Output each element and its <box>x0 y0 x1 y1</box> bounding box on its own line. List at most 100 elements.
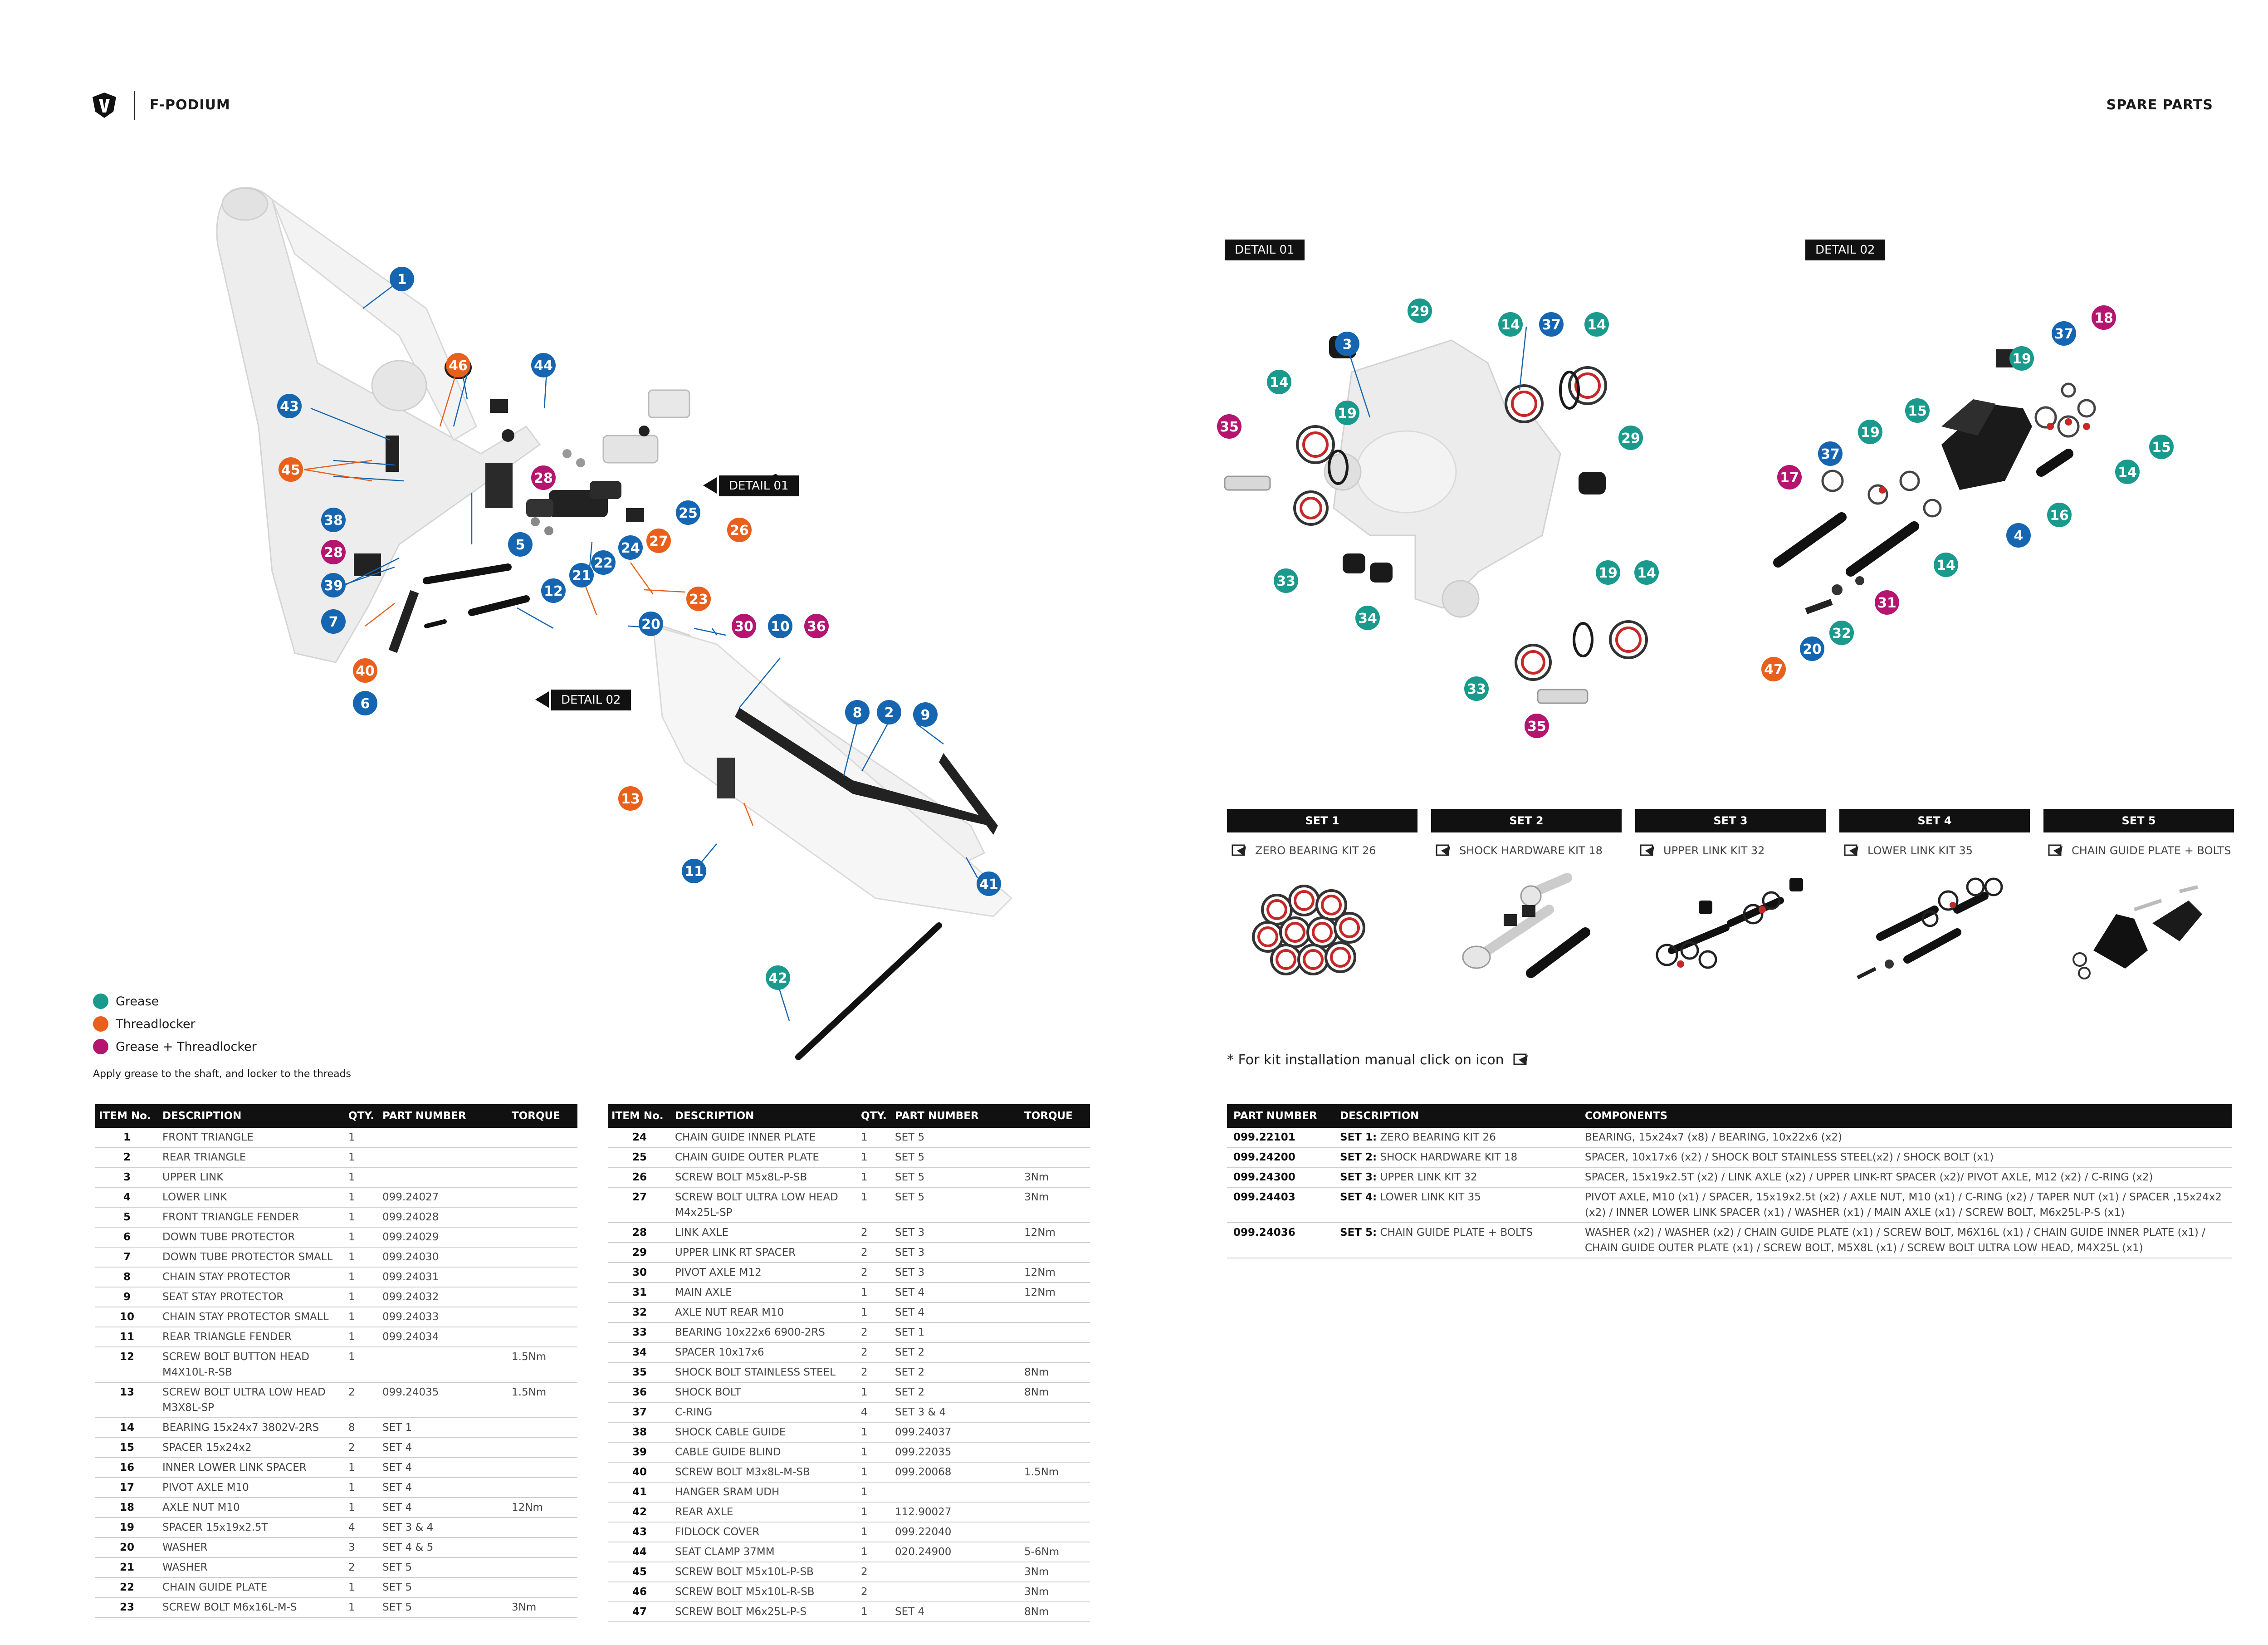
item-no-cell: 35 <box>608 1362 671 1383</box>
kit-part-number-cell: 099.24036 <box>1227 1223 1334 1258</box>
svg-text:15: 15 <box>2152 440 2171 455</box>
set-label-3[interactable]: UPPER LINK KIT 32 <box>1635 842 1826 860</box>
rear-triangle-shape <box>652 625 1013 917</box>
col-kit-part-number: PART NUMBER <box>1227 1104 1334 1128</box>
torque-cell <box>508 1187 577 1208</box>
part-number-cell: SET 4 <box>891 1602 1021 1622</box>
item-no-cell: 32 <box>608 1302 671 1323</box>
qty-cell: 1 <box>345 1187 379 1208</box>
item-no-cell: 22 <box>95 1577 159 1598</box>
torque-cell: 3Nm <box>1021 1562 1090 1582</box>
col-kit-description: DESCRIPTION <box>1334 1104 1579 1128</box>
d2-callout-19-mid: 19 <box>1858 420 1882 444</box>
description-cell: WASHER <box>159 1557 345 1578</box>
qty-cell: 1 <box>345 1327 379 1347</box>
part-number-cell: SET 3 <box>891 1243 1021 1263</box>
d1-callout-35-a: 35 <box>1217 414 1242 439</box>
description-cell: REAR TRIANGLE <box>159 1147 345 1168</box>
svg-text:35: 35 <box>1220 419 1239 435</box>
part-number-cell: SET 3 & 4 <box>379 1518 508 1538</box>
qty-cell: 1 <box>345 1577 379 1598</box>
detail02-callouts: 18 37 19 15 19 17 37 15 14 16 4 14 31 32… <box>1761 305 2174 681</box>
item-no-cell: 24 <box>608 1128 671 1148</box>
part-number-cell: SET 2 <box>891 1362 1021 1383</box>
qty-cell: 1 <box>345 1128 379 1148</box>
set5-kit-image <box>2072 885 2202 979</box>
svg-text:19: 19 <box>2012 351 2031 367</box>
set-label-2[interactable]: SHOCK HARDWARE KIT 18 <box>1431 842 1622 860</box>
torque-cell <box>1021 1482 1090 1503</box>
torque-cell: 1.5Nm <box>508 1382 577 1418</box>
qty-cell: 1 <box>345 1347 379 1383</box>
qty-cell: 1 <box>857 1283 891 1303</box>
parts-table-header: ITEM No. DESCRIPTION QTY. PART NUMBER TO… <box>608 1104 1090 1128</box>
svg-text:8: 8 <box>853 705 862 721</box>
manual-link-icon[interactable] <box>1231 842 1249 859</box>
d2-callout-19-top: 19 <box>2009 346 2034 371</box>
manual-link-icon[interactable] <box>1843 842 1861 859</box>
qty-cell: 1 <box>345 1597 379 1618</box>
svg-text:14: 14 <box>1936 558 1955 573</box>
manual-link-icon[interactable] <box>1512 1052 1530 1068</box>
description-cell: SCREW BOLT M3x8L-M-SB <box>671 1462 857 1483</box>
item-no-cell: 39 <box>608 1442 671 1463</box>
item-no-cell: 4 <box>95 1187 159 1208</box>
description-cell: BEARING 15x24x7 3802V-2RS <box>159 1418 345 1438</box>
torque-cell: 5-6Nm <box>1021 1542 1090 1562</box>
qty-cell: 1 <box>345 1147 379 1168</box>
qty-cell: 1 <box>857 1382 891 1403</box>
part-number-cell: SET 2 <box>891 1342 1021 1363</box>
svg-text:37: 37 <box>1821 446 1840 462</box>
kit-description-cell: SET 3: UPPER LINK KIT 32 <box>1334 1167 1579 1188</box>
callout-25: 25 <box>676 500 700 525</box>
item-no-cell: 43 <box>608 1522 671 1542</box>
col-qty: QTY. <box>345 1104 379 1128</box>
part-number-cell: 099.24029 <box>379 1227 508 1248</box>
kit-components-cell: PIVOT AXLE, M10 (x1) / SPACER, 15x19x2.5… <box>1579 1187 2232 1223</box>
torque-cell <box>508 1287 577 1307</box>
d1-callout-35-b: 35 <box>1525 714 1549 738</box>
part-number-cell: SET 3 <box>891 1263 1021 1283</box>
callout-27: 27 <box>646 529 671 553</box>
set-label-5[interactable]: CHAIN GUIDE PLATE + BOLTS <box>2043 842 2234 860</box>
description-cell: C-RING <box>671 1402 857 1423</box>
callout-28-top: 28 <box>531 465 556 490</box>
manual-link-icon[interactable] <box>1639 842 1657 859</box>
part-number-cell: 099.24031 <box>379 1267 508 1288</box>
description-cell: SPACER 10x17x6 <box>671 1342 857 1363</box>
qty-cell: 2 <box>857 1263 891 1283</box>
part-number-cell: SET 5 <box>891 1128 1021 1148</box>
svg-text:18: 18 <box>2094 310 2113 326</box>
kit-description-cell: SET 4: LOWER LINK KIT 35 <box>1334 1187 1579 1223</box>
manual-link-icon[interactable] <box>2047 842 2065 859</box>
item-no-cell: 3 <box>95 1167 159 1188</box>
item-no-cell: 18 <box>95 1498 159 1518</box>
torque-cell <box>508 1167 577 1188</box>
set-label-4[interactable]: LOWER LINK KIT 35 <box>1839 842 2030 860</box>
item-no-cell: 19 <box>95 1518 159 1538</box>
kit-set-label: SET 4: <box>1340 1191 1377 1203</box>
item-no-cell: 5 <box>95 1207 159 1228</box>
svg-text:15: 15 <box>1908 403 1927 419</box>
detail02-tag-main: DETAIL 02 <box>551 690 631 710</box>
qty-cell: 1 <box>345 1267 379 1288</box>
description-cell: HANGER SRAM UDH <box>671 1482 857 1503</box>
callout-28-left: 28 <box>321 540 346 564</box>
manual-link-icon[interactable] <box>1435 842 1453 859</box>
part-number-cell: 099.24027 <box>379 1187 508 1208</box>
d2-callout-14-b: 14 <box>1934 553 1958 577</box>
torque-cell <box>1021 1322 1090 1343</box>
set-label-1[interactable]: ZERO BEARING KIT 26 <box>1227 842 1418 860</box>
callout-1: 1 <box>390 267 414 291</box>
